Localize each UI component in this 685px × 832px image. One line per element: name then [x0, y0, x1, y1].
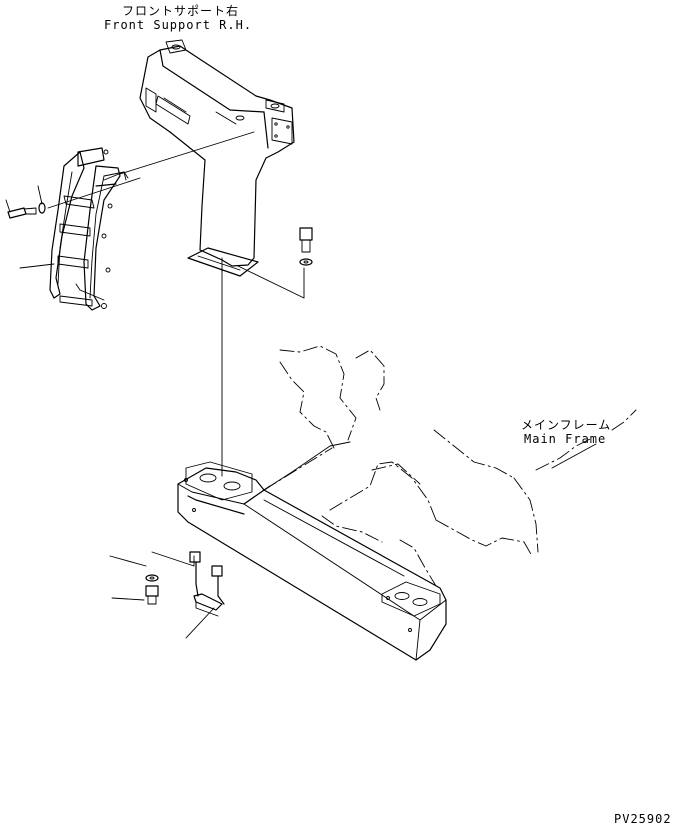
lower-bracket-set [109, 551, 225, 639]
main-frame-label-jp: メインフレーム [521, 418, 612, 432]
ladder-bolt-set [5, 171, 127, 219]
drawing-number: PV25902 [614, 812, 672, 826]
main-frame-leader [551, 443, 597, 469]
main-frame-label-en: Main Frame [524, 432, 607, 446]
main-frame [177, 441, 447, 661]
ladder-leader-lines [19, 131, 255, 269]
step-ladder [49, 147, 129, 311]
bracket-bolt-set [221, 227, 313, 477]
front-support-bracket [139, 39, 295, 277]
front-support-label-en: Front Support R.H. [104, 18, 253, 32]
frame-phantom-outline [263, 345, 637, 587]
front-support-label-jp: フロントサポート右 [122, 4, 240, 18]
